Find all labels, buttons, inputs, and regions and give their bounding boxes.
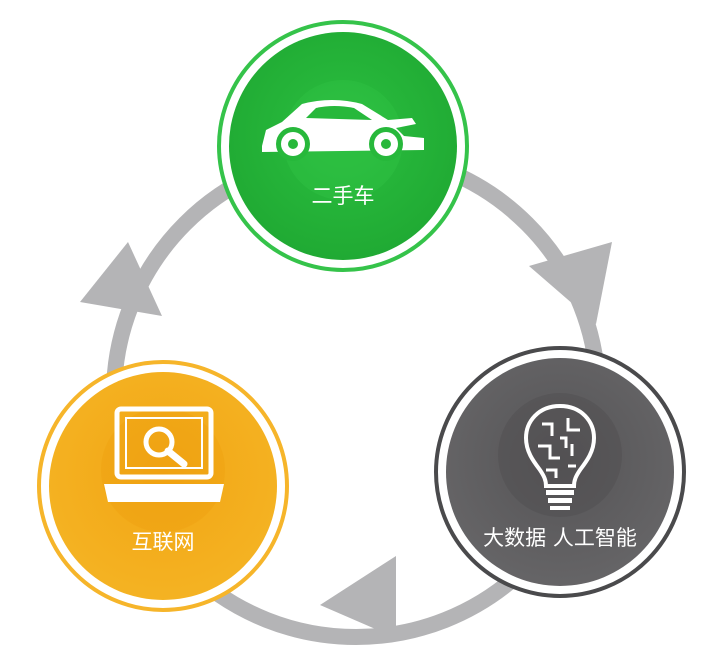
node-top-label: 二手车 [312,184,375,208]
lightbulb-circuit-icon [523,403,597,510]
node-left-inner-glow [101,408,225,532]
node-right-disc [446,358,674,586]
node-right-label: 大数据 人工智能 [483,526,637,550]
arrow-head-right [529,242,612,324]
car-icon [262,100,424,161]
laptop-search-icon [104,406,224,502]
arrow-head-bottom [320,556,396,638]
node-left: 互联网 [37,360,289,612]
arrow-head-left [80,242,162,316]
node-top: 二手车 [217,20,469,272]
node-right: 大数据 人工智能 [434,346,686,598]
node-left-label: 互联网 [132,530,195,554]
